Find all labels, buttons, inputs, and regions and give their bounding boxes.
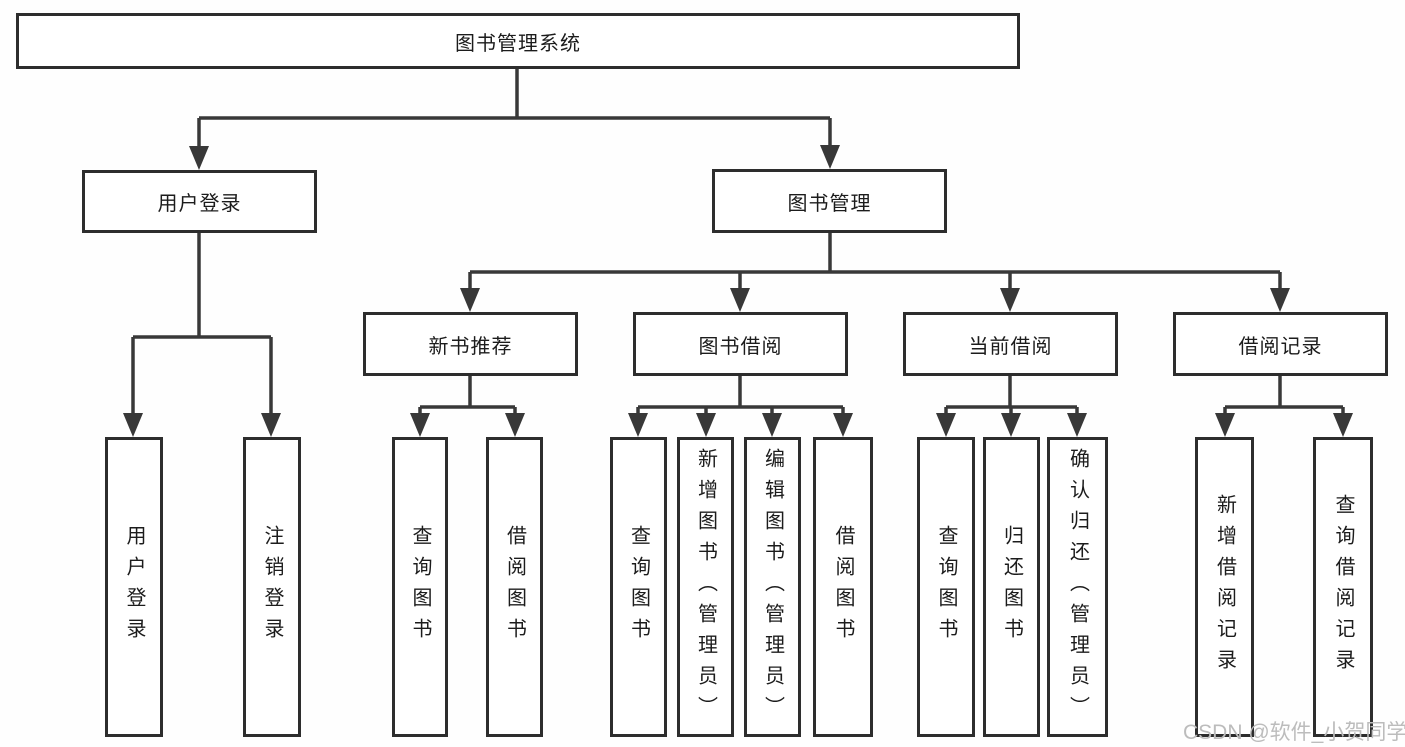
connector-book-borrowing-split [628,376,853,437]
leaf-label: 查询借阅记录 [1332,494,1354,680]
node-user-login: 用户登录 [82,170,317,233]
connector-root-split [189,69,840,170]
node-leaf-query-borrow-record: 查询借阅记录 [1313,437,1373,737]
leaf-label: 新增借阅记录 [1213,494,1236,680]
node-root: 图书管理系统 [16,13,1020,69]
connector-current-borrowing-split [936,376,1087,437]
node-leaf-user-login-action: 用户登录 [105,437,163,737]
connector-new-book-split [410,376,525,437]
node-new-book-recommend: 新书推荐 [363,312,578,376]
node-leaf-add-books-admin: 新增图书（管理员） [677,437,734,737]
leaf-label: 借阅图书 [503,525,526,649]
node-leaf-query-books-current: 查询图书 [917,437,975,737]
node-current-borrowing: 当前借阅 [903,312,1118,376]
leaf-label: 查询图书 [935,525,957,649]
node-leaf-borrow-books-borrowing: 借阅图书 [813,437,873,737]
connector-user-login-split [123,233,281,437]
node-book-management: 图书管理 [712,169,947,233]
leaf-label: 归还图书 [1000,525,1023,649]
node-leaf-query-books-recommend: 查询图书 [392,437,448,737]
csdn-watermark: CSDN @软件_小贺同学 [1183,721,1405,744]
node-leaf-add-borrow-record: 新增借阅记录 [1195,437,1254,737]
leaf-label: 用户登录 [123,525,145,649]
node-book-borrowing: 图书借阅 [633,312,848,376]
node-leaf-query-books-borrowing: 查询图书 [610,437,667,737]
leaf-label: 查询图书 [409,525,431,649]
node-leaf-confirm-return-admin: 确认归还（管理员） [1047,437,1108,737]
connector-book-management-split [460,233,1290,312]
node-borrowing-records: 借阅记录 [1173,312,1388,376]
node-leaf-logout-action: 注销登录 [243,437,301,737]
leaf-label: 确认归还（管理员） [1066,447,1089,727]
node-leaf-return-books: 归还图书 [983,437,1040,737]
leaf-label: 新增图书（管理员） [694,447,717,727]
leaf-label: 查询图书 [627,525,650,649]
node-leaf-edit-books-admin: 编辑图书（管理员） [744,437,801,737]
leaf-label: 编辑图书（管理员） [761,447,784,727]
leaf-label: 借阅图书 [832,525,854,649]
connector-borrowing-records-split [1215,376,1353,437]
leaf-label: 注销登录 [261,525,283,649]
node-leaf-borrow-books-recommend: 借阅图书 [486,437,543,737]
